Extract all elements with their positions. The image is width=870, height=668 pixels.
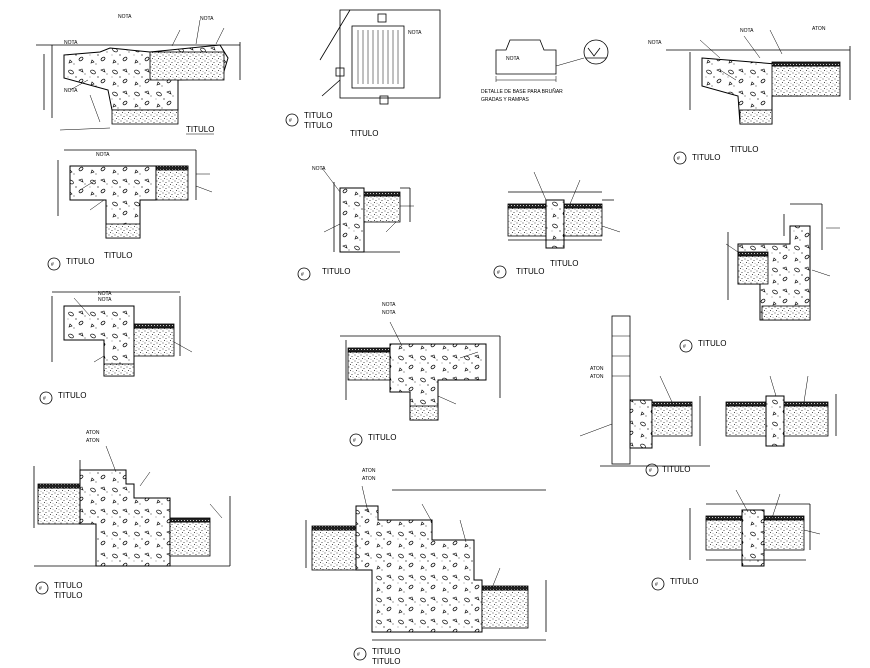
detail-title-16: TITULO — [372, 647, 400, 656]
note-10b: NOTA — [382, 310, 396, 316]
detail-title-6: TITULO — [66, 257, 94, 266]
detail-3-groove: NOTA DETALLE DE BASE PARA BRUÑAR GRADAS … — [481, 39, 609, 103]
note-1b: NOTA — [118, 14, 132, 20]
detail-8-right: # TITULO — [679, 203, 840, 353]
note-13b: ATON — [362, 476, 376, 482]
detail-12-bottom-left: ATON ATON # TITULO TITULO — [33, 430, 231, 600]
bubble-14: # — [655, 582, 658, 588]
note-6a: NOTA — [312, 166, 326, 172]
bubble-2: # — [289, 118, 292, 124]
bubble-12: # — [39, 586, 42, 592]
detail-4-top-right: NOTA NOTA ATON # TITULO TITULO — [648, 26, 851, 165]
note-1c: NOTA — [200, 16, 214, 22]
detail-title-2: TITULO — [304, 111, 332, 120]
detail-title-13: TITULO — [368, 433, 396, 442]
detail-title-7: TITULO — [104, 251, 132, 260]
note-11a: ATON — [590, 366, 604, 372]
caption-line-1: DETALLE DE BASE PARA BRUÑAR — [481, 88, 563, 95]
note-4b: NOTA — [740, 28, 754, 34]
note-13a: ATON — [362, 468, 376, 474]
bubble-5: # — [51, 262, 54, 268]
detail-7-centerright-row2: # TITULO TITULO — [493, 171, 621, 279]
detail-14-bottom-right: # TITULO — [651, 489, 821, 591]
detail-5-left-row2: NOTA # TITULO TITULO — [47, 149, 213, 271]
detail-1-top-left: NOTA NOTA NOTA NOTA TITULO — [36, 14, 241, 135]
bubble-10: # — [353, 438, 356, 444]
detail-2-grate-plan: NOTA # TITULO TITULO TITULO — [285, 9, 441, 138]
caption-line-2: GRADAS Y RAMPAS — [481, 97, 529, 103]
note-3a: NOTA — [506, 56, 520, 62]
detail-title-14: TITULO — [662, 465, 690, 474]
detail-10-center-row3: NOTA NOTA # TITULO — [340, 302, 501, 447]
detail-title-2b: TITULO — [304, 121, 332, 130]
bubble-11: # — [649, 468, 652, 474]
note-12b: ATON — [86, 438, 100, 444]
note-9b: NOTA — [98, 297, 112, 303]
detail-title-8: TITULO — [322, 267, 350, 276]
detail-title-10: TITULO — [550, 259, 578, 268]
detail-title-16b: TITULO — [372, 657, 400, 666]
detail-title-12: TITULO — [58, 391, 86, 400]
note-1d: NOTA — [64, 88, 78, 94]
detail-title-15b: TITULO — [54, 591, 82, 600]
detail-13-bottom-center: ATON ATON # TITULO TITULO — [305, 468, 547, 666]
note-9a: NOTA — [98, 291, 112, 297]
bubble-8: # — [683, 344, 686, 350]
note-10a: NOTA — [382, 302, 396, 308]
detail-title-15: TITULO — [54, 581, 82, 590]
detail-title-9: TITULO — [516, 267, 544, 276]
detail-title-1: TITULO — [186, 125, 214, 134]
bubble-7: # — [497, 270, 500, 276]
detail-title-3: TITULO — [350, 129, 378, 138]
bubble-13: # — [357, 652, 360, 658]
detail-title-5: TITULO — [730, 145, 758, 154]
note-4a: NOTA — [648, 40, 662, 46]
bubble-9: # — [43, 396, 46, 402]
note-11b: ATON — [590, 374, 604, 380]
note-1a: NOTA — [64, 40, 78, 46]
note-5a: NOTA — [96, 152, 110, 158]
detail-title-11: TITULO — [698, 339, 726, 348]
bubble-4: # — [677, 156, 680, 162]
detail-6-center-row2: NOTA # TITULO — [297, 166, 414, 281]
note-4c: ATON — [812, 26, 826, 32]
detail-9-left-row3: NOTA NOTA # TITULO — [39, 291, 193, 405]
bubble-6: # — [301, 272, 304, 278]
note-12a: ATON — [86, 430, 100, 436]
detail-title-17: TITULO — [670, 577, 698, 586]
detail-title-4: TITULO — [692, 153, 720, 162]
note-2a: NOTA — [408, 30, 422, 36]
detail-11-right-row3: ATON ATON # TITULO — [579, 315, 837, 477]
